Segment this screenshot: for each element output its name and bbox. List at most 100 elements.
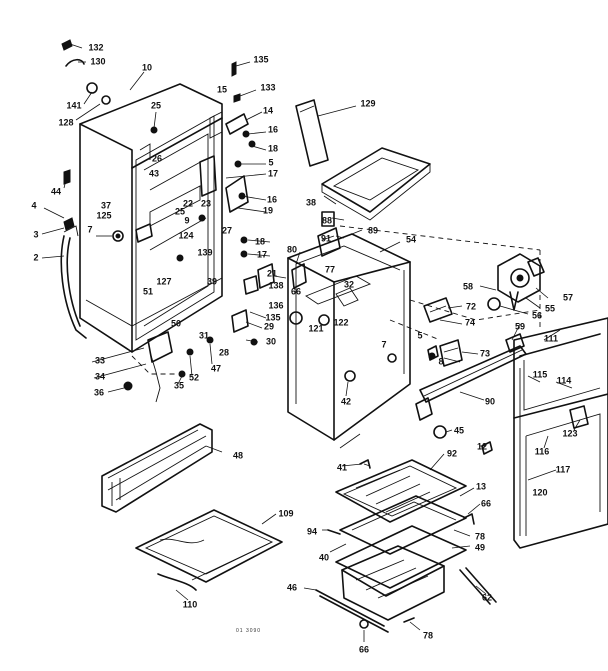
label-123: 123 bbox=[562, 428, 578, 439]
label-34: 34 bbox=[94, 371, 106, 382]
label-4: 4 bbox=[31, 200, 37, 211]
fresh-food-liner bbox=[287, 233, 411, 441]
label-47: 47 bbox=[210, 363, 222, 374]
label-109: 109 bbox=[278, 508, 294, 519]
crisper-rails bbox=[315, 567, 497, 633]
label-135-lower: 135 bbox=[265, 312, 281, 323]
label-46: 46 bbox=[286, 582, 298, 593]
label-54: 54 bbox=[405, 234, 417, 245]
label-27: 27 bbox=[221, 225, 233, 236]
label-128: 128 bbox=[58, 117, 74, 128]
label-2: 2 bbox=[33, 252, 39, 263]
label-16-upper: 16 bbox=[267, 124, 279, 135]
label-8: 8 bbox=[438, 356, 444, 367]
label-73: 73 bbox=[479, 348, 491, 359]
label-25-mid: 25 bbox=[174, 206, 186, 217]
label-7-right: 7 bbox=[381, 339, 387, 350]
shelves-crisper bbox=[335, 459, 467, 621]
label-16-lower: 16 bbox=[266, 194, 278, 205]
label-88: 88 bbox=[321, 215, 333, 226]
label-19: 19 bbox=[262, 205, 274, 216]
label-3: 3 bbox=[33, 229, 39, 240]
label-41: 41 bbox=[336, 462, 348, 473]
leader-lines bbox=[41, 43, 581, 642]
label-77: 77 bbox=[324, 264, 336, 275]
label-55: 55 bbox=[544, 303, 556, 314]
label-94: 94 bbox=[306, 526, 318, 537]
label-62: 62 bbox=[481, 592, 493, 603]
label-28: 28 bbox=[218, 347, 230, 358]
label-56: 56 bbox=[531, 310, 543, 321]
label-48: 48 bbox=[232, 450, 244, 461]
label-40: 40 bbox=[318, 552, 330, 563]
label-136: 136 bbox=[268, 300, 284, 311]
label-78-mid: 78 bbox=[474, 531, 486, 542]
door-assembly bbox=[513, 317, 608, 549]
label-122: 122 bbox=[333, 317, 349, 328]
label-18-lower: 18 bbox=[254, 236, 266, 247]
label-38: 38 bbox=[305, 197, 317, 208]
label-21: 21 bbox=[266, 268, 278, 279]
label-44: 44 bbox=[50, 186, 62, 197]
label-78-bottom: 78 bbox=[422, 630, 434, 641]
label-138: 138 bbox=[268, 280, 284, 291]
label-17-lower: 17 bbox=[256, 249, 268, 260]
label-139: 139 bbox=[197, 247, 213, 258]
label-17-upper: 17 bbox=[267, 168, 279, 179]
label-130: 130 bbox=[90, 56, 106, 67]
label-57: 57 bbox=[562, 292, 574, 303]
label-29: 29 bbox=[263, 321, 275, 332]
label-39: 39 bbox=[206, 276, 218, 287]
control-housing bbox=[291, 211, 341, 289]
label-32: 32 bbox=[343, 279, 355, 290]
label-125: 125 bbox=[96, 210, 112, 221]
label-33: 33 bbox=[94, 355, 106, 366]
label-92: 92 bbox=[446, 448, 458, 459]
label-120: 120 bbox=[532, 487, 548, 498]
label-9: 9 bbox=[184, 215, 190, 226]
cabinet-assembly bbox=[79, 83, 249, 353]
label-90: 90 bbox=[484, 396, 496, 407]
label-45: 45 bbox=[453, 425, 465, 436]
label-10: 10 bbox=[141, 62, 153, 73]
label-129: 129 bbox=[360, 98, 376, 109]
label-116: 116 bbox=[534, 446, 550, 457]
label-59: 59 bbox=[514, 321, 526, 332]
label-133: 133 bbox=[260, 82, 276, 93]
label-114: 114 bbox=[556, 375, 572, 386]
label-26: 26 bbox=[151, 153, 163, 164]
label-5-upper: 5 bbox=[268, 157, 274, 168]
hardware-parts bbox=[61, 39, 493, 629]
label-117: 117 bbox=[555, 464, 571, 475]
label-110: 110 bbox=[182, 599, 198, 610]
label-15: 15 bbox=[216, 84, 228, 95]
label-14: 14 bbox=[262, 105, 274, 116]
label-66-mid: 66 bbox=[480, 498, 492, 509]
label-52: 52 bbox=[188, 372, 200, 383]
label-18-upper: 18 bbox=[267, 143, 279, 154]
label-42: 42 bbox=[340, 396, 352, 407]
label-36: 36 bbox=[93, 387, 105, 398]
diagram-footer-code: 01 3090 bbox=[236, 628, 262, 634]
label-66-bottom: 66 bbox=[358, 644, 370, 655]
label-35: 35 bbox=[173, 380, 185, 391]
base-grille bbox=[101, 423, 213, 513]
label-121: 121 bbox=[308, 323, 324, 334]
label-37: 37 bbox=[100, 200, 112, 211]
label-22: 22 bbox=[182, 198, 194, 209]
label-7-left: 7 bbox=[87, 224, 93, 235]
label-23: 23 bbox=[200, 198, 212, 209]
label-31: 31 bbox=[198, 330, 210, 341]
label-43: 43 bbox=[148, 168, 160, 179]
label-72: 72 bbox=[465, 301, 477, 312]
damper-parts bbox=[423, 297, 463, 367]
label-124: 124 bbox=[178, 230, 194, 241]
label-50: 50 bbox=[170, 318, 182, 329]
label-91: 91 bbox=[320, 233, 332, 244]
label-135-top: 135 bbox=[253, 54, 269, 65]
label-51: 51 bbox=[142, 286, 154, 297]
gasket-handle bbox=[60, 225, 87, 339]
label-13: 13 bbox=[475, 481, 487, 492]
